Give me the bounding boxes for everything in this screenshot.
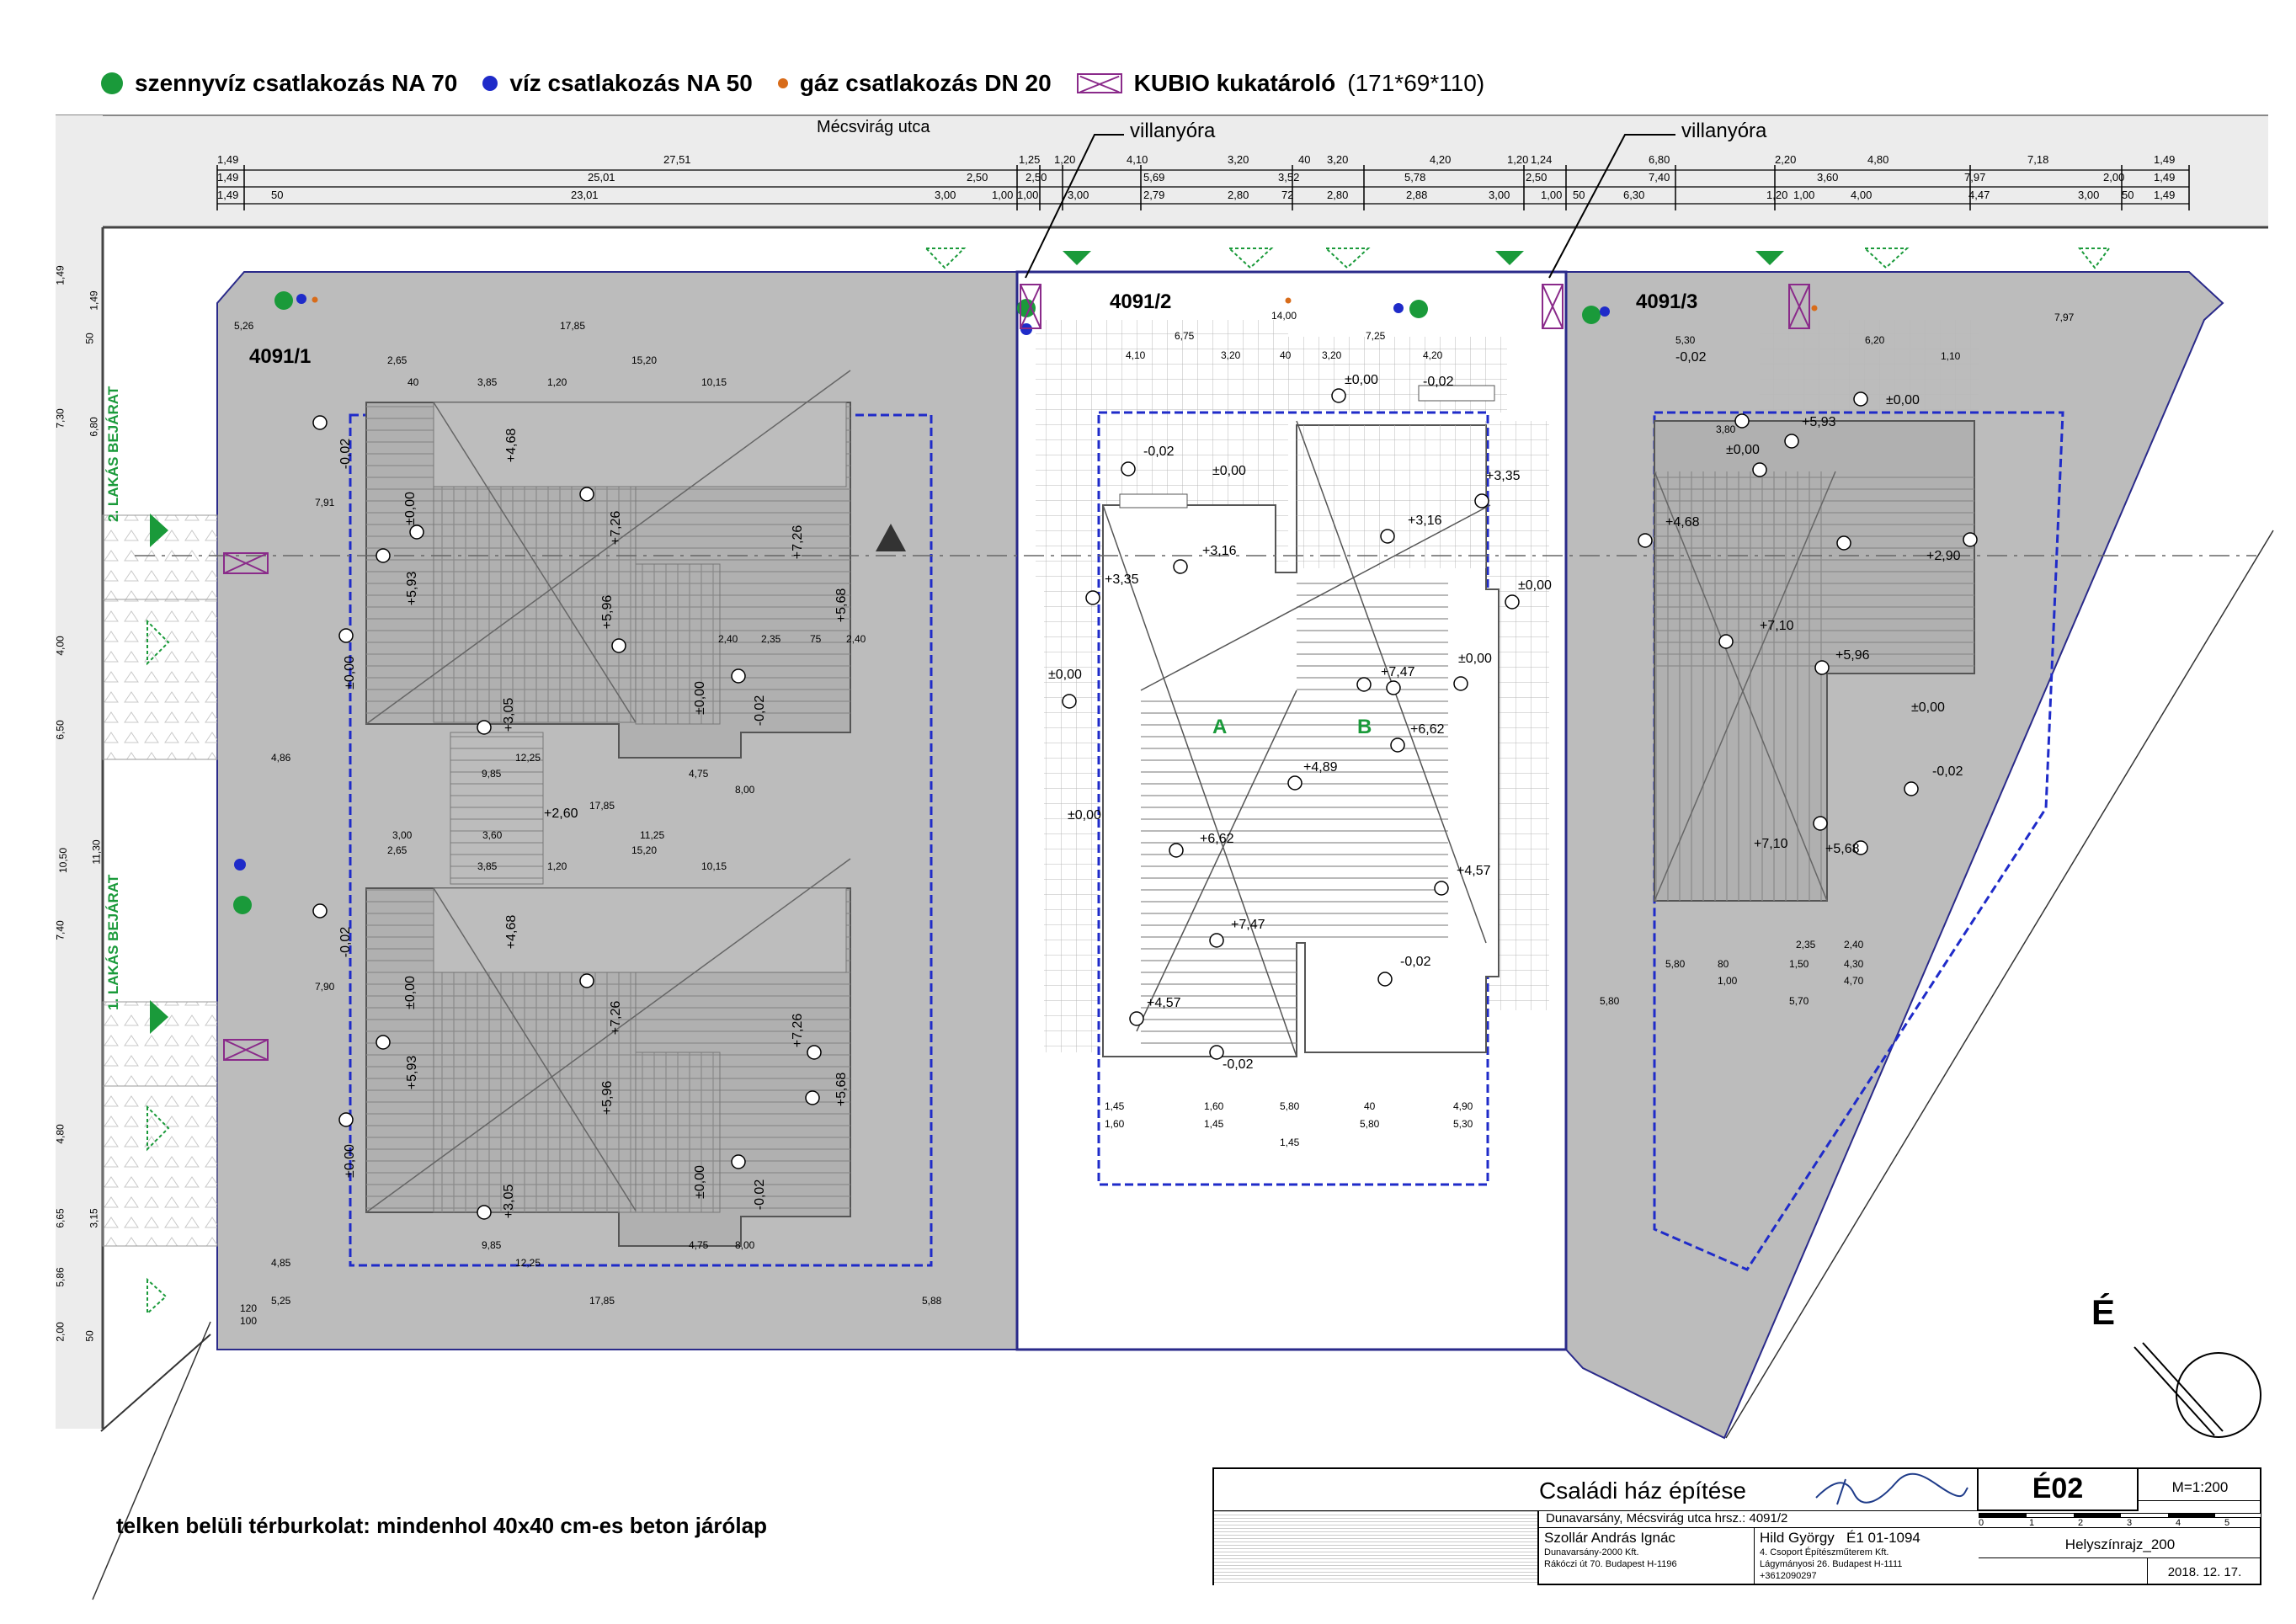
north-label: É — [2091, 1292, 2116, 1332]
legend-water: víz csatlakozás NA 50 — [482, 70, 753, 97]
entrance-arrows — [150, 251, 1784, 1034]
drawing-scale: M=1:200 — [2139, 1469, 2261, 1501]
legend-water-label: víz csatlakozás NA 50 — [509, 70, 753, 96]
lot2-house — [1102, 385, 1500, 1057]
north-arrow — [2134, 1342, 2261, 1438]
designer-phone: +3612090297 — [1760, 1571, 1817, 1581]
gas-connection-icon — [777, 78, 788, 88]
legend-bin-label: KUBIO kukatároló — [1133, 70, 1336, 96]
drawing-date: 2018. 12. 17. — [2147, 1558, 2261, 1585]
lot1-house-bottom — [365, 858, 851, 1247]
project-location: Dunavarsány, Mécsvirág utca hrsz.: 4091/… — [1539, 1511, 1979, 1528]
utility-connections — [233, 291, 1818, 914]
top-dimension-row-3: 1,49 50 23,01 3,00 1,00 1,00 3,00 2,79 2… — [217, 189, 2176, 201]
top-dimension-ticks — [216, 165, 2190, 210]
survey-marker-icon — [876, 524, 906, 551]
lot-label-4091-3: 4091/3 — [1636, 290, 1698, 313]
left-sidewalk — [56, 115, 103, 1429]
water-connection-icon — [482, 76, 498, 91]
designer-office: 4. Csoport Építészműterem Kft. — [1760, 1547, 1889, 1557]
house-label-b: B — [1357, 716, 1372, 738]
house-label-a: A — [1212, 716, 1228, 738]
arrow-icon — [150, 514, 168, 547]
designer-address: Lágymányosi 26. Budapest H-1111 — [1760, 1559, 1903, 1569]
scale-bar: 0 1 2 3 4 5 — [1979, 1511, 2261, 1528]
legend-bin-size: (171*69*110) — [1347, 70, 1485, 96]
paving-note: telken belüli térburkolat: mindenhol 40x… — [116, 1513, 767, 1538]
entrance-label-1: 1. LAKÁS BEJÁRAT — [105, 874, 121, 1010]
top-dimension-row-1: 1,49 27,51 1,25 1,20 4,10 3,20 40 3,20 4… — [217, 153, 2176, 166]
arrow-icon — [1755, 251, 1784, 265]
title-block: Családi ház építése É02 M=1:200 Dunavars… — [1212, 1467, 2261, 1585]
signature-icon — [1815, 1472, 1968, 1505]
designer-id: É1 01-1094 — [1846, 1530, 1920, 1546]
legend-sewer: szennyvíz csatlakozás NA 70 — [101, 70, 457, 97]
legend-gas-label: gáz csatlakozás DN 20 — [799, 70, 1052, 96]
project-title: Családi ház építése — [1214, 1469, 1979, 1511]
legend-gas: gáz csatlakozás DN 20 — [777, 70, 1052, 97]
client-address-1: Dunavarsány-2000 Kft. — [1544, 1547, 1639, 1557]
title-block-hatch — [1214, 1511, 1539, 1585]
client-address-2: Rákóczi út 70. Budapest H-1196 — [1544, 1559, 1677, 1569]
drawing-code: É02 — [1979, 1469, 2139, 1511]
arrow-icon — [150, 1000, 168, 1034]
lot3-house — [1654, 420, 1975, 902]
electric-meter-label-2: villanyóra — [1681, 120, 1767, 142]
street-name: Mécsvirág utca — [817, 118, 930, 136]
lot-label-4091-1: 4091/1 — [249, 345, 312, 368]
legend-sewer-label: szennyvíz csatlakozás NA 70 — [135, 70, 458, 96]
street-area — [56, 115, 2268, 227]
top-dimension-row-2: 1,49 25,01 2,50 2,50 5,69 3,52 5,78 2,50… — [217, 171, 2176, 184]
lot1-house-top — [365, 370, 851, 759]
legend-bin: KUBIO kukatároló (171*69*110) — [1076, 70, 1485, 97]
client-name: Szollár András Ignác — [1544, 1530, 1675, 1546]
waste-bins — [223, 284, 1810, 1061]
lot-label-4091-2: 4091/2 — [1110, 290, 1172, 313]
arrow-icon — [1063, 251, 1091, 265]
sheet-name: Helyszínrajz_200 — [1979, 1528, 2261, 1558]
designer-info: Hild György É1 01-1094 4. Csoport Építés… — [1755, 1528, 1979, 1585]
sewer-connection-icon — [101, 72, 123, 94]
client-info: Szollár András Ignác Dunavarsány-2000 Kf… — [1539, 1528, 1755, 1585]
entrance-label-2: 2. LAKÁS BEJÁRAT — [105, 386, 121, 522]
legend: szennyvíz csatlakozás NA 70 víz csatlako… — [101, 62, 1484, 104]
waste-bin-icon — [1076, 73, 1122, 93]
designer-name: Hild György — [1760, 1530, 1835, 1546]
electric-meter-label-1: villanyóra — [1130, 120, 1216, 142]
arrow-icon — [1495, 251, 1524, 265]
